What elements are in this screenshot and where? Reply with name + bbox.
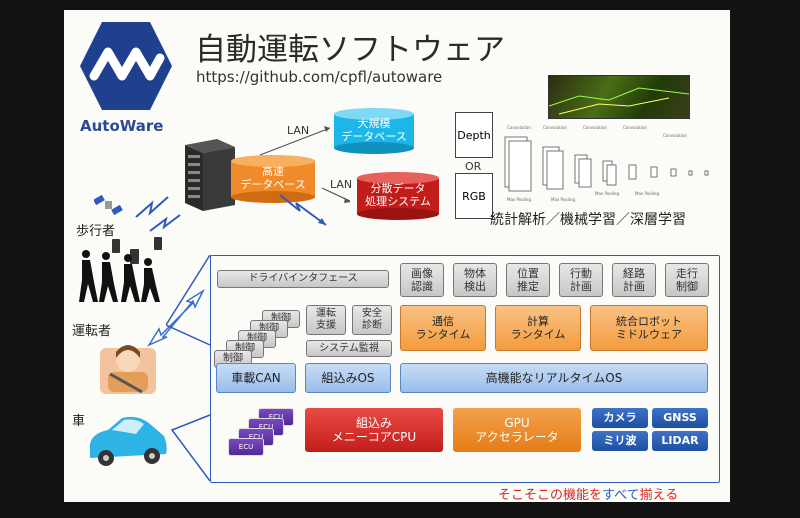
car-label: 車 — [72, 414, 86, 429]
ecu-box: ECU — [228, 438, 264, 456]
large-database: 大規模 データベース — [333, 108, 415, 154]
sensor-radar: ミリ波 — [592, 431, 648, 451]
phone-icons — [112, 237, 162, 264]
distributed-processing: 分散データ 処理システム — [356, 172, 440, 222]
sensor-lidar: LIDAR — [652, 431, 708, 451]
software-stack-panel — [210, 255, 720, 483]
page-title: 自動運転ソフトウェア — [195, 32, 505, 68]
driver-icon — [100, 345, 156, 394]
svg-text:Max Pooling: Max Pooling — [635, 191, 659, 196]
autoware-logo — [80, 22, 172, 110]
comm-runtime: 通信 ランタイム — [400, 305, 486, 351]
vehicle-can: 車載CAN — [216, 363, 296, 393]
rgb-input: RGB — [455, 173, 493, 219]
sensor-gnss: GNSS — [652, 408, 708, 428]
bidirectional-arrow — [147, 288, 205, 347]
driver-interface: ドライバインタフェース — [217, 270, 389, 288]
pointcloud-image — [548, 75, 690, 119]
svg-text:Convolution: Convolution — [663, 133, 687, 138]
svg-text:Convolution: Convolution — [583, 125, 607, 130]
or-label: OR — [465, 160, 482, 173]
lan-label-1: LAN — [287, 124, 310, 137]
analysis-label: 統計解析／機械学習／深層学習 — [490, 212, 686, 228]
module-2: 位置 推定 — [506, 263, 550, 297]
svg-text:Max Pooling: Max Pooling — [551, 197, 575, 202]
repo-url[interactable]: https://github.com/cpfl/autoware — [196, 68, 443, 86]
sensor-camera: カメラ — [592, 408, 648, 428]
pedestrian-label: 歩行者 — [76, 224, 116, 239]
car-icon — [89, 416, 167, 466]
wireless-signals — [135, 194, 327, 232]
svg-text:Convolution: Convolution — [507, 125, 531, 130]
panel-pointer — [166, 255, 211, 481]
driver-label: 運転者 — [72, 324, 112, 339]
manycore-cpu: 組込み メニーコアCPU — [305, 408, 443, 452]
safety-diagnosis: 安全 診断 — [352, 305, 392, 335]
embedded-os: 組込みOS — [305, 363, 391, 393]
module-3: 行動 計画 — [559, 263, 603, 297]
svg-text:Convolution: Convolution — [543, 125, 567, 130]
svg-text:Max Pooling: Max Pooling — [595, 191, 619, 196]
svg-text:Max Pooling: Max Pooling — [507, 197, 531, 202]
svg-text:Convolution: Convolution — [623, 125, 647, 130]
system-monitor: システム監視 — [306, 340, 392, 357]
depth-input: Depth — [455, 112, 493, 158]
robot-middleware: 統合ロボット ミドルウェア — [590, 305, 708, 351]
pedestrians-icon — [79, 250, 160, 302]
server-icon — [185, 139, 235, 211]
lan-label-2: LAN — [330, 178, 353, 191]
gpu-accelerator: GPU アクセラレータ — [453, 408, 581, 452]
module-4: 経路 計画 — [612, 263, 656, 297]
calc-runtime: 計算 ランタイム — [495, 305, 581, 351]
brand-name: AutoWare — [80, 117, 164, 135]
drive-support: 運転 支援 — [306, 305, 346, 335]
fast-database: 高速 データベース — [230, 155, 316, 203]
module-1: 物体 検出 — [453, 263, 497, 297]
realtime-os: 高機能なリアルタイムOS — [400, 363, 708, 393]
lan-arrows — [259, 126, 350, 203]
module-5: 走行 制御 — [665, 263, 709, 297]
footer-tagline: そこそこの機能をすべて揃える — [498, 488, 679, 503]
module-0: 画像 認識 — [400, 263, 444, 297]
satellite-icon — [94, 194, 123, 216]
